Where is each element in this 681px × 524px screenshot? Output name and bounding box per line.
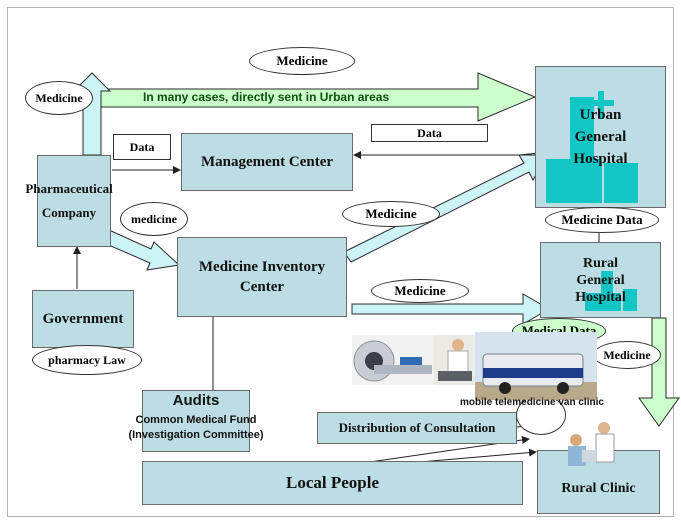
telemedicine-van-image [475, 332, 597, 400]
medicine-lower-label: medicine [131, 211, 177, 226]
data-right-box[interactable]: Data [371, 124, 488, 142]
medicine-to-rural-label: Medicine [394, 283, 446, 298]
urban-general-hospital-label: Urban General Hospital [573, 107, 628, 167]
urban-general-hospital-node[interactable]: Urban General Hospital [535, 66, 666, 208]
mobile-telemedicine-van-label: mobile telemedicine van clinic [460, 397, 604, 408]
audits-node[interactable]: Audits [142, 390, 250, 452]
medicine-to-urban-label: Medicine [365, 206, 417, 221]
medicine-left-label: Medicine [35, 90, 83, 105]
diagram-frame [7, 7, 674, 517]
inventory-to-rural-arrow [351, 293, 551, 325]
urban-direct-arrow [85, 72, 537, 122]
distribution-of-consultation-node[interactable]: Distribution of Consultation [317, 412, 517, 444]
medicine-top-label: Medicine [276, 53, 328, 68]
pharmacy-law-oval[interactable]: pharmacy Law [32, 345, 142, 375]
clinic-doctor-image [562, 420, 622, 474]
medicine-data-label: Medicine Data [561, 212, 643, 227]
management-center-node[interactable]: Management Center [181, 133, 353, 191]
government-node[interactable]: Government [32, 290, 134, 348]
pharmacy-law-label: pharmacy Law [48, 352, 126, 367]
medicine-right-oval[interactable]: Medicine [593, 341, 661, 369]
medicine-lower-oval[interactable]: medicine [120, 202, 188, 236]
local-people-node[interactable]: Local People [142, 461, 523, 505]
data-left-box[interactable]: Data [113, 134, 171, 160]
medicine-top-oval[interactable]: Medicine [249, 47, 355, 75]
data-right-label: Data [417, 125, 442, 140]
rural-to-clinic-arrow [638, 317, 680, 427]
data-left-label: Data [129, 139, 155, 154]
audits-subtitle: Common Medical Fund (Investigation Commi… [128, 414, 264, 441]
rural-general-hospital-node[interactable]: Rural General Hospital [540, 242, 661, 318]
doctor-examination-image [434, 335, 479, 385]
medicine-to-rural-oval[interactable]: Medicine [371, 279, 469, 303]
management-center-label: Management Center [200, 153, 334, 170]
medicine-left-oval[interactable]: Medicine [25, 81, 93, 115]
hospital-building-icon [546, 91, 638, 203]
pharmaceutical-company-label: Pharmaceutical Company [25, 181, 113, 220]
pharma-to-inventory-arrow [103, 229, 181, 271]
medicine-inventory-center-node[interactable]: Medicine Inventory Center [177, 237, 347, 317]
distribution-of-consultation-label: Distribution of Consultation [338, 420, 496, 435]
local-people-label: Local People [285, 473, 379, 492]
mri-scanner-image [352, 335, 434, 385]
medicine-right-label: Medicine [603, 347, 651, 362]
rural-clinic-label: Rural Clinic [561, 481, 636, 496]
medicine-inventory-center-label: Medicine Inventory Center [198, 259, 326, 295]
medicine-data-oval[interactable]: Medicine Data [545, 207, 659, 233]
pharmaceutical-company-node[interactable]: Pharmaceutical Company [25, 155, 113, 247]
urban-direct-banner-text: In many cases, directly sent in Urban ar… [143, 90, 390, 104]
hospital-building-icon-small [585, 271, 637, 311]
government-label: Government [42, 310, 124, 327]
audits-title: Audits [172, 392, 220, 409]
medicine-to-urban-oval[interactable]: Medicine [342, 201, 440, 227]
rural-general-hospital-label: Rural General Hospital [575, 255, 626, 305]
